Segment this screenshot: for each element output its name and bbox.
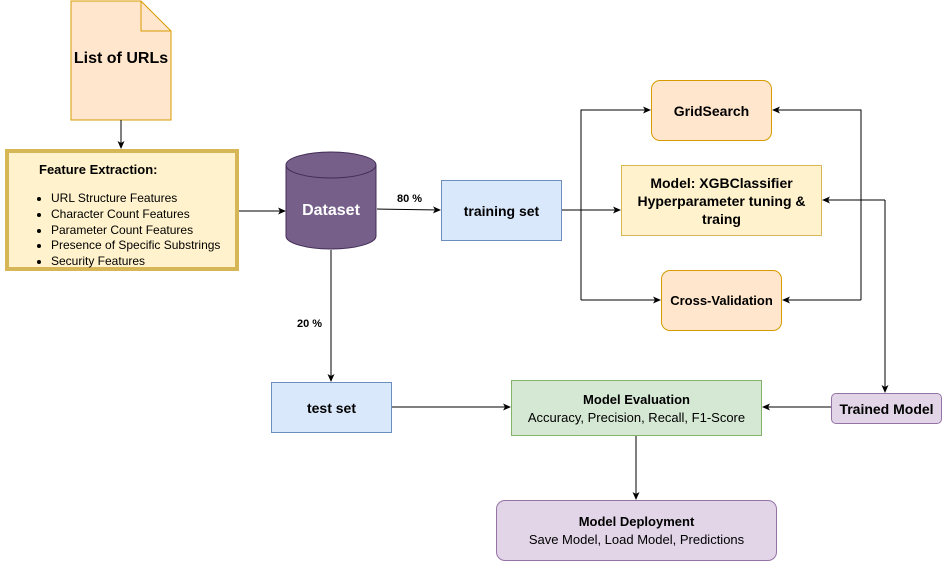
model-node: Model: XGBClassifier Hyperparameter tuni… (621, 165, 822, 236)
cross-validation-node: Cross-Validation (661, 270, 782, 331)
evaluation-title: Model Evaluation (583, 391, 690, 407)
training-set-label: training set (463, 202, 540, 219)
training-set-node: training set (441, 180, 562, 241)
url-list-label: List of URLs (73, 50, 169, 67)
dataset-label: Dataset (302, 202, 360, 219)
feature-item: Parameter Count Features (51, 223, 225, 239)
feature-item: Presence of Specific Substrings (51, 238, 225, 254)
test-split-label: 20 % (297, 318, 323, 330)
feature-item: Security Features (51, 254, 225, 270)
edge-dataset-to-training (376, 206, 441, 214)
feature-item: Character Count Features (51, 207, 225, 223)
document-fold (140, 1, 171, 32)
model-line-3: traing (702, 210, 741, 227)
deployment-actions: Save Model, Load Model, Predictions (528, 532, 745, 547)
train-split-label: 80 % (397, 193, 423, 205)
deployment-title: Model Deployment (578, 514, 695, 529)
test-set-node: test set (271, 382, 392, 433)
model-evaluation-node: Model Evaluation Accuracy, Precision, Re… (511, 380, 762, 436)
evaluation-metrics: Accuracy, Precision, Recall, F1-Score (527, 409, 746, 425)
feature-item: URL Structure Features (51, 191, 225, 207)
feature-list: URL Structure Features Character Count F… (19, 191, 225, 270)
trained-model-label: Trained Model (839, 400, 934, 417)
feature-extraction-title: Feature Extraction: (39, 162, 158, 177)
url-list-document (70, 0, 172, 121)
model-line-2: Hyperparameter tuning & (637, 192, 806, 209)
test-set-label: test set (306, 399, 357, 416)
trained-model-node: Trained Model (831, 393, 942, 424)
dataset-cylinder (285, 151, 377, 250)
cross-validation-label: Cross-Validation (670, 293, 773, 308)
edge-left-bracket-to-gridsearch (580, 106, 651, 300)
model-deployment-node: Model Deployment Save Model, Load Model,… (496, 500, 777, 561)
gridsearch-label: GridSearch (673, 102, 750, 119)
edge-right-bracket-to-gridsearch (772, 106, 862, 300)
gridsearch-node: GridSearch (651, 80, 772, 141)
feature-extraction-box: Feature Extraction: URL Structure Featur… (5, 149, 239, 271)
model-line-1: Model: XGBClassifier (650, 174, 793, 191)
